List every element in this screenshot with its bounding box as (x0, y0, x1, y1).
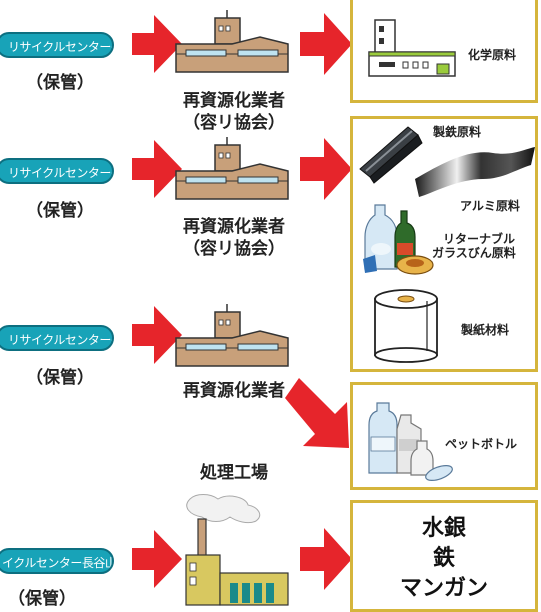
red-arrow-1b (300, 13, 352, 75)
red-arrow-3a (132, 306, 182, 364)
product-returnable-1: リターナブル (443, 232, 516, 246)
red-arrow-1a (132, 15, 182, 73)
product-iron: 鉄 (432, 546, 455, 571)
pill-recycle-center-1: リサイクルセンター長谷山 (0, 32, 114, 58)
product-box-2: 製鉄原料 アルミ原料 リターナブル ガラスびん原料 製紙材料 (350, 116, 538, 372)
factory-icon (175, 304, 289, 367)
storage-label-1: （保管） (26, 73, 94, 93)
processor-label-3: 再資源化業者 (183, 381, 285, 401)
product-box-4: 水銀 鉄 マンガン (350, 500, 538, 612)
red-arrow-2b (300, 138, 352, 200)
storage-label-3: （保管） (26, 368, 94, 388)
storage-label-4: （保管） (8, 589, 76, 609)
product-chemical: 化学原料 (468, 48, 517, 62)
pill-recycle-center-3: リサイクルセンター長谷山 (0, 325, 114, 351)
product-pet-bottle: ペットボトル (445, 437, 518, 451)
chemical-plant-icon (368, 19, 456, 77)
processor-label-4: 処理工場 (200, 463, 268, 483)
factory-icon (175, 10, 289, 73)
product-returnable-2: ガラスびん原料 (432, 246, 516, 260)
product-box-3: ペットボトル (350, 382, 538, 490)
red-arrow-4b (300, 528, 352, 590)
red-arrow-3b (285, 378, 349, 448)
pill-recycle-center-4: イクルセンター長谷山 (0, 548, 114, 574)
processor-label-2b: （容リ協会） (183, 239, 285, 259)
steel-bar-icon (359, 126, 423, 184)
processor-label-2a: 再資源化業者 (183, 217, 285, 237)
product-aluminum: アルミ原料 (460, 199, 520, 213)
factory-icon (175, 137, 289, 200)
glass-bottles-icon (363, 204, 434, 275)
pill-recycle-center-2: リサイクルセンター長谷山 (0, 158, 114, 184)
product-paper: 製紙材料 (461, 323, 510, 337)
paper-roll-icon (374, 289, 438, 363)
aluminum-sheet-icon (415, 147, 535, 197)
product-steel: 製鉄原料 (433, 125, 482, 139)
storage-label-2: （保管） (26, 201, 94, 221)
red-arrow-4a (132, 530, 182, 588)
red-arrow-2a (132, 140, 182, 198)
incineration-plant-icon (185, 494, 289, 606)
processor-label-1a: 再資源化業者 (183, 91, 285, 111)
pet-bottles-icon (368, 402, 453, 481)
product-box-1: 化学原料 (350, 0, 538, 103)
product-manganese: マンガン (399, 576, 488, 601)
processor-label-1b: （容リ協会） (183, 113, 285, 133)
product-mercury: 水銀 (421, 516, 466, 541)
